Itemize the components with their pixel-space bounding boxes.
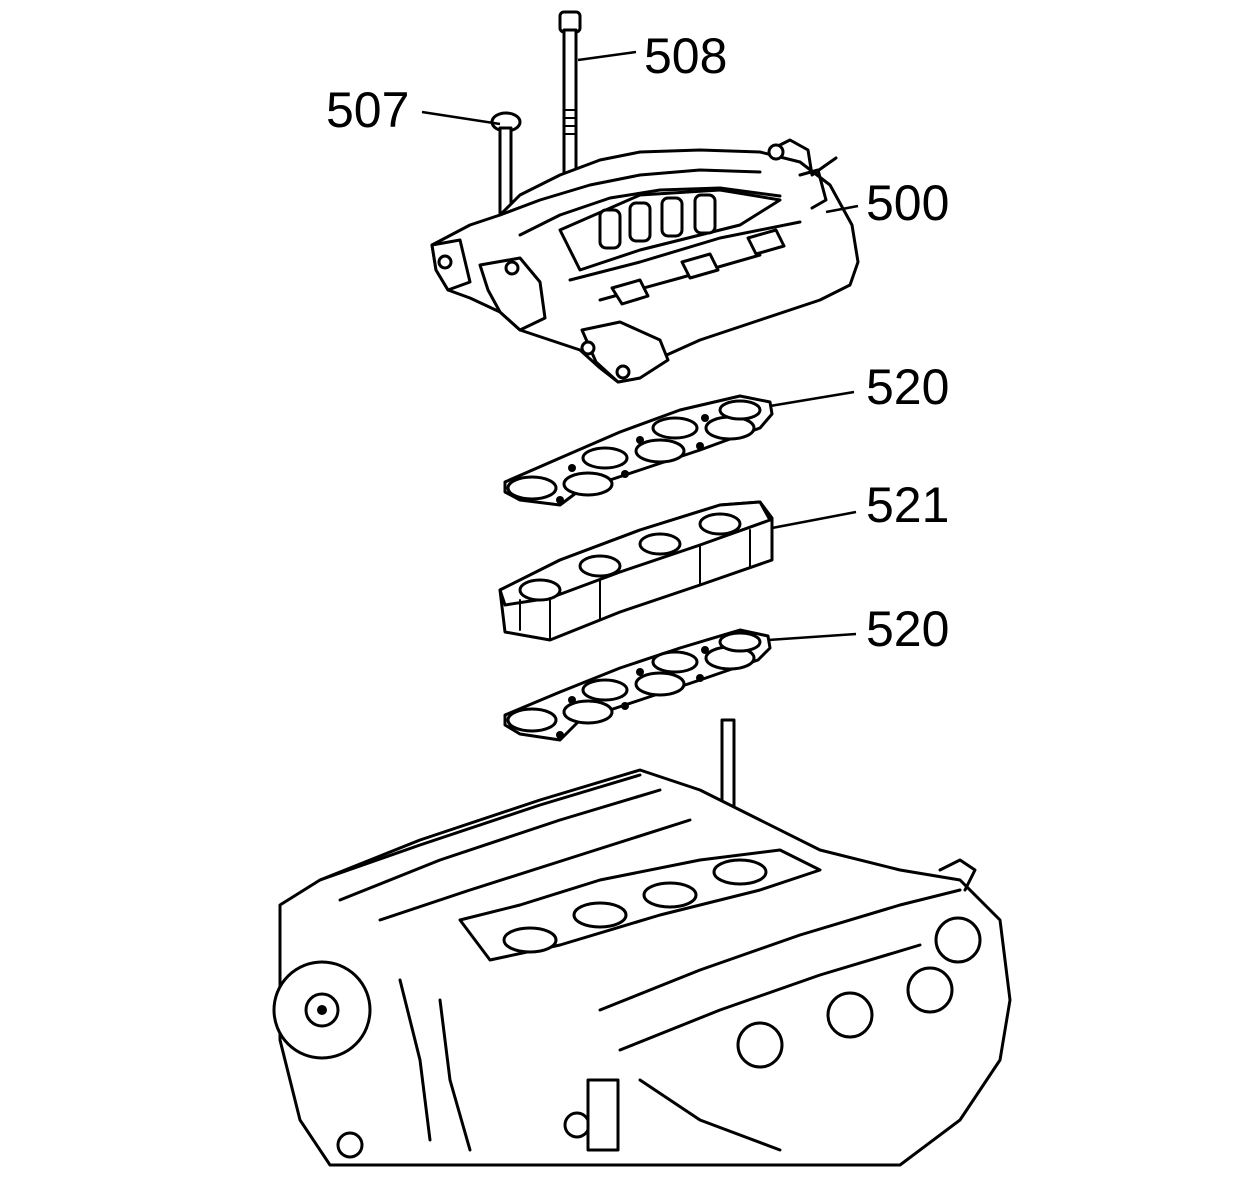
upper-intake-manifold-500 [430,138,860,384]
gasket-520-lower [503,628,772,742]
leader-507 [421,110,501,126]
callout-520-lower: 520 [866,601,949,657]
spacer-521 [498,500,774,642]
leader-521 [771,510,857,530]
callout-507: 507 [326,82,409,138]
leader-520-lower [767,632,857,642]
callout-508: 508 [644,28,727,84]
engine-assembly [272,718,1012,1167]
gasket-520-upper [503,394,774,507]
leader-520-upper [769,390,855,408]
leader-500 [825,204,859,214]
callout-520-upper: 520 [866,359,949,415]
callout-500: 500 [866,175,949,231]
callout-521: 521 [866,477,949,533]
leader-lines [421,50,859,642]
leader-508 [577,50,637,62]
